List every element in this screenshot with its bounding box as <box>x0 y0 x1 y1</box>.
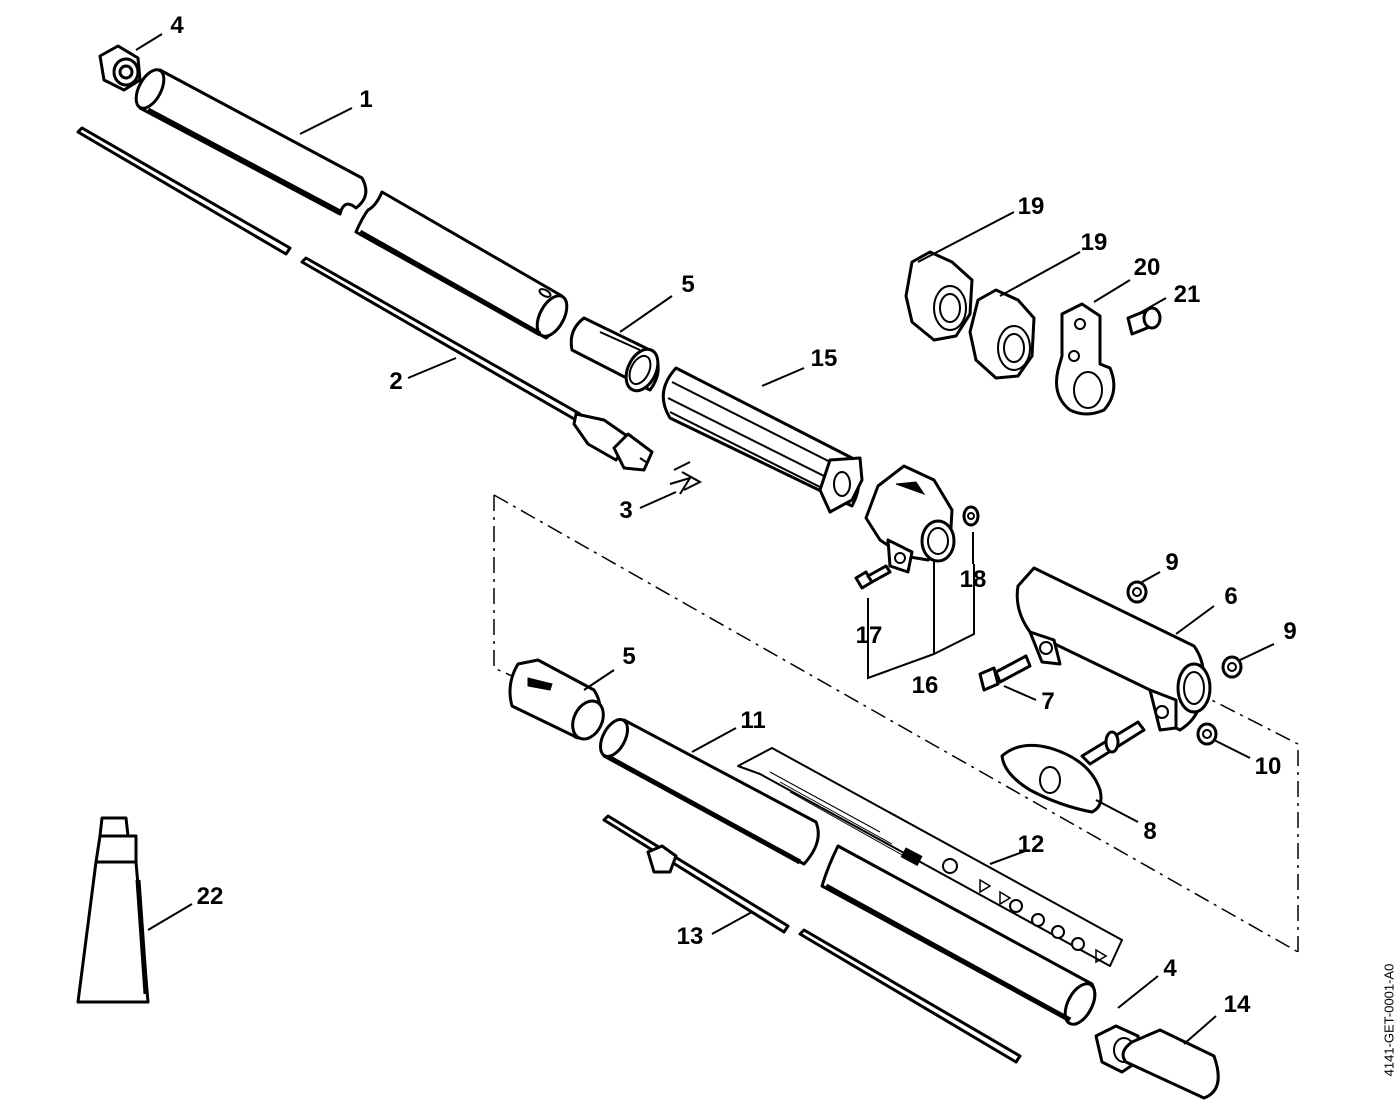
callout-part-19-right: 19 <box>1080 229 1108 256</box>
part-16-handle-mount <box>864 464 956 574</box>
callout-part-3: 3 <box>619 497 633 524</box>
callout-part-17: 17 <box>855 622 883 649</box>
part-2-drive-shaft <box>76 126 654 472</box>
part-13-drive-shaft-lower <box>602 814 1022 1064</box>
part-19-clamp-left <box>904 250 974 342</box>
callout-part-22: 22 <box>196 883 224 910</box>
callout-part-9-b: 9 <box>1283 618 1297 645</box>
callout-part-16: 16 <box>911 672 939 699</box>
callout-part-4-lower: 4 <box>1163 955 1177 982</box>
callout-part-7: 7 <box>1041 688 1055 715</box>
part-5-sleeve-lower <box>508 658 605 741</box>
part-8-wing-screw <box>1000 720 1146 814</box>
callout-part-20: 20 <box>1133 254 1161 281</box>
part-5-sleeve-upper <box>569 316 660 393</box>
part-7-screw <box>978 654 1032 692</box>
part-3-spring-clip <box>669 461 703 495</box>
callout-part-2: 2 <box>389 368 403 395</box>
leader-lines <box>135 33 1275 1045</box>
part-22-grease-tube <box>76 816 150 1004</box>
callout-part-4-top: 4 <box>170 12 184 39</box>
part-18-nut <box>962 505 980 564</box>
callout-part-12: 12 <box>1017 831 1045 858</box>
callout-part-19-left: 19 <box>1017 193 1045 220</box>
callout-part-10: 10 <box>1254 753 1282 780</box>
callout-part-8: 8 <box>1143 818 1157 845</box>
callout-part-6: 6 <box>1224 583 1238 610</box>
part-6-loop-handle <box>1015 566 1212 732</box>
part-10-nut <box>1196 722 1218 746</box>
part-9-nut-a <box>1126 580 1148 604</box>
part-12-warning-label <box>737 747 1123 967</box>
part-17-screw <box>854 564 892 618</box>
part-4-bushing-top <box>98 44 142 92</box>
callout-part-5-lower: 5 <box>622 643 636 670</box>
part-1-drive-tube <box>134 68 569 340</box>
part-21-screw <box>1126 306 1162 336</box>
part-9-nut-b <box>1221 655 1243 679</box>
part-14-end-cap <box>1121 1028 1220 1100</box>
drawing-code: 4141-GET-0001-A0 <box>1381 963 1397 1077</box>
callout-part-5-upper: 5 <box>681 271 695 298</box>
part-19-clamp-right <box>968 288 1036 380</box>
callout-part-9-a: 9 <box>1165 549 1179 576</box>
callout-part-18: 18 <box>959 566 987 593</box>
callout-part-15: 15 <box>810 345 838 372</box>
assembly-guide-lines <box>493 494 1299 953</box>
part-15-rubber-sleeve <box>661 366 864 514</box>
callout-part-21: 21 <box>1173 281 1201 308</box>
callout-part-11: 11 <box>740 707 766 734</box>
callout-part-14: 14 <box>1223 991 1251 1018</box>
part-20-pipe-clamp <box>1055 302 1116 416</box>
callout-part-13: 13 <box>676 923 704 950</box>
callout-part-1: 1 <box>359 86 373 113</box>
part-11-drive-tube-lower <box>598 718 1097 1026</box>
